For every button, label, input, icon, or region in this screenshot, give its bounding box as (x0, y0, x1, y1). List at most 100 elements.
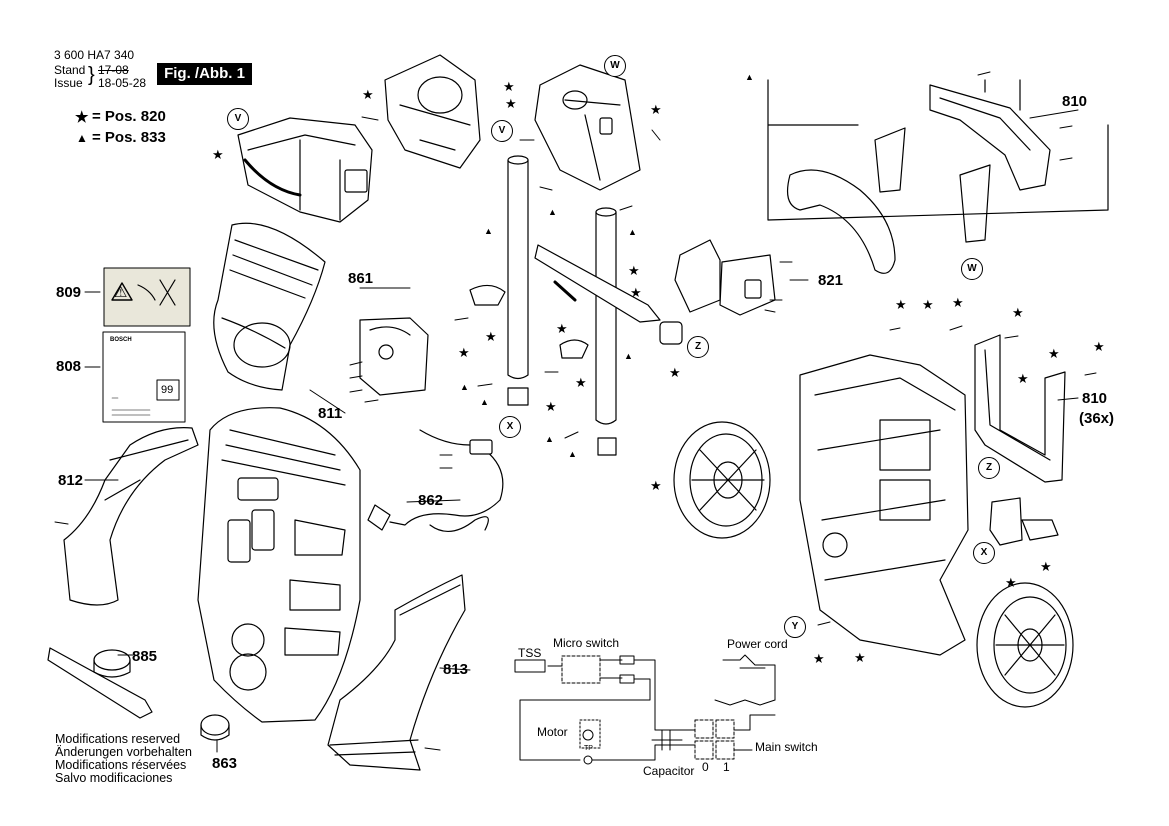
circuit-power-cord-label: Power cord (727, 637, 788, 651)
legend-triangle-text: = Pos. 833 (92, 129, 166, 146)
triangle-marker-icon: ▲ (624, 351, 633, 361)
star-marker-icon: ★ (362, 87, 374, 102)
position-811: 811 (318, 405, 343, 422)
position-862: 862 (418, 492, 444, 509)
frame-tubes (469, 155, 617, 456)
callout-v-top: V (491, 120, 513, 142)
modifications-en: Modifications reserved (55, 732, 181, 746)
callout-w-handle: W (961, 258, 983, 280)
handle-assembly (767, 79, 1109, 274)
legend-star-icon: ★ (75, 109, 89, 126)
screws (54, 71, 1097, 751)
stand-label: Stand (54, 63, 86, 77)
position-885: 885 (132, 648, 158, 665)
star-marker-icon: ★ (922, 297, 934, 312)
star-marker-icon: ★ (650, 102, 662, 117)
label-809-box (103, 267, 191, 327)
position-810-side: 810 (1082, 390, 1108, 407)
triangle-marker-icon: ▲ (568, 449, 577, 459)
position-821: 821 (818, 272, 844, 289)
issue-value: 18-05-28 (98, 76, 147, 90)
right-wheel (976, 582, 1074, 708)
star-marker-icon: ★ (628, 263, 640, 278)
star-marker-icon: ★ (895, 297, 907, 312)
label-808-number: 99 (161, 384, 174, 396)
modifications-de: Änderungen vorbehalten (55, 745, 192, 759)
position-813: 813 (443, 661, 469, 678)
star-marker-icon: ★ (1017, 371, 1029, 386)
chassis-frame (799, 354, 969, 656)
callout-x-frame: X (973, 542, 995, 564)
slider-bar (534, 244, 683, 345)
circuit-micro-switch-label: Micro switch (553, 636, 620, 650)
star-marker-icon: ★ (503, 79, 515, 94)
position-810-top: 810 (1062, 93, 1088, 110)
power-cord (367, 429, 504, 532)
star-marker-icon: ★ (854, 650, 866, 665)
star-marker-icon: ★ (630, 285, 642, 300)
label-808-box (102, 331, 186, 423)
star-marker-icon: ★ (545, 399, 557, 414)
position-809: 809 (56, 284, 82, 301)
modifications-fr: Modifications réservées (55, 758, 187, 772)
triangle-marker-icon: ▲ (628, 227, 637, 237)
warning-icon: ⚠ (114, 284, 128, 301)
main-housing-part (197, 407, 361, 723)
leader-lines (84, 109, 1079, 753)
star-marker-icon: ★ (1005, 575, 1017, 590)
circuit-main-switch-label: Main switch (755, 740, 818, 754)
triangle-marker-icon: ▲ (484, 226, 493, 236)
knob-part (200, 714, 230, 741)
position-808: 808 (56, 358, 82, 375)
star-marker-icon: ★ (458, 345, 470, 360)
star-marker-icon: ★ (1040, 559, 1052, 574)
brace-glyph: } (88, 64, 95, 86)
cord-hook-part (63, 427, 199, 606)
legend-triangle-icon: ▲ (76, 131, 88, 145)
triangle-marker-icon: ▲ (548, 207, 557, 217)
callout-z-frame: Z (978, 457, 1000, 479)
rear-frame (974, 334, 1066, 483)
star-marker-icon: ★ (556, 321, 568, 336)
circuit-capacitor-label: Capacitor (643, 764, 695, 778)
star-marker-icon: ★ (1048, 346, 1060, 361)
triangle-marker-icon: ▲ (460, 382, 469, 392)
issue-label: Issue (54, 76, 83, 90)
lock-mechanism (674, 239, 776, 316)
front-cover-part (327, 574, 466, 771)
triangle-marker-icon: ▲ (745, 72, 754, 82)
callout-z-slider: Z (687, 336, 709, 358)
part-number: 3 600 HA7 340 (54, 48, 135, 62)
position-812: 812 (58, 472, 84, 489)
figure-label: Fig. /Abb. 1 (157, 63, 252, 85)
star-marker-icon: ★ (505, 96, 517, 111)
switch-module (359, 317, 429, 396)
star-marker-icon: ★ (212, 147, 224, 162)
star-marker-icon: ★ (575, 375, 587, 390)
circuit-tss-label: TSS (518, 646, 542, 660)
stand-value: 17-08 (98, 63, 129, 77)
callout-x-cord: X (499, 416, 521, 438)
left-wheel (673, 421, 771, 539)
star-marker-icon: ★ (813, 651, 825, 666)
motor-shroud-right (534, 64, 641, 191)
star-marker-icon: ★ (1093, 339, 1105, 354)
star-marker-icon: ★ (485, 329, 497, 344)
hood-part (213, 222, 326, 391)
callout-w-top: W (604, 55, 626, 77)
triangle-marker-icon: ▲ (480, 397, 489, 407)
label-808-brand: BOSCH (110, 337, 132, 343)
callout-y: Y (784, 616, 806, 638)
position-810-side-qty: (36x) (1079, 410, 1115, 427)
circuit-motor-label: Motor (537, 725, 568, 739)
circuit-switch-on-label: 1 (723, 760, 730, 774)
star-marker-icon: ★ (952, 295, 964, 310)
lance-part (47, 647, 153, 719)
circuit-switch-off-label: 0 (702, 760, 709, 774)
circuit-tp-label: TP (584, 745, 593, 752)
hose-holder-part (237, 117, 373, 223)
star-marker-icon: ★ (669, 365, 681, 380)
callout-v-left: V (227, 108, 249, 130)
position-863: 863 (212, 755, 238, 772)
